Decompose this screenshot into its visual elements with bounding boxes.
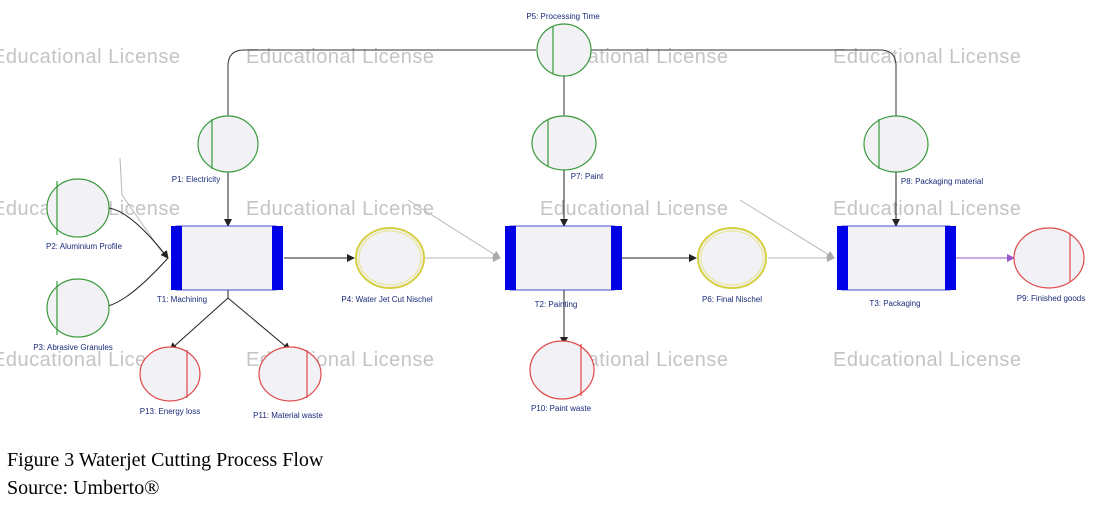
transition-t3 [837, 225, 956, 291]
label-p4: P4: Water Jet Cut Nischel [341, 295, 433, 304]
place-p13 [139, 346, 201, 402]
label-p6: P6: Final Nischel [701, 295, 763, 304]
place-p1 [197, 115, 259, 173]
place-p4 [355, 227, 425, 289]
place-p11 [258, 346, 322, 402]
place-p8 [863, 115, 929, 173]
place-p2 [46, 178, 110, 238]
label-p9: P9: Finished goods [1016, 294, 1086, 303]
place-p3 [46, 278, 110, 338]
label-p5: P5: Processing Time [526, 12, 600, 21]
label-p13: P13: Energy loss [139, 407, 201, 416]
watermark: Educational License [833, 198, 1022, 220]
label-t2: T2: Painting [534, 300, 578, 309]
transition-t1 [171, 225, 283, 291]
watermark: Educational License [833, 46, 1022, 68]
watermark: Educational License [246, 198, 435, 220]
place-p10 [529, 340, 595, 400]
label-p10: P10: Paint waste [530, 404, 592, 413]
process-flow-diagram [46, 23, 1085, 402]
place-p5 [536, 23, 592, 77]
label-p2: P2: Aluminium Profile [45, 242, 123, 251]
place-p6 [697, 227, 767, 289]
watermark: Educational License [540, 198, 729, 220]
figure-source: Source: Umberto® [7, 477, 160, 499]
label-p1: P1: Electricity [171, 175, 221, 184]
figure-caption: Figure 3 Waterjet Cutting Process Flow [7, 449, 324, 471]
processing-time-arcs [227, 49, 897, 116]
faint-arcs [119, 157, 835, 262]
place-p7 [531, 115, 597, 171]
watermark: Educational License [246, 46, 435, 68]
watermark: Educational License [833, 349, 1022, 371]
watermark: Educational License [0, 46, 181, 68]
label-p3: P3: Abrasive Granules [33, 343, 113, 352]
transition-t2 [505, 225, 622, 291]
flow-arcs [107, 170, 900, 351]
label-t1: T1: Machining [156, 295, 208, 304]
label-t3: T3: Packaging [869, 299, 921, 308]
watermark: Educational License [0, 349, 181, 371]
label-p11: P11: Material waste [253, 411, 323, 420]
label-p8: P8: Packaging material [900, 177, 984, 186]
label-p7: P7: Paint [570, 172, 604, 181]
place-p9 [1013, 227, 1085, 289]
